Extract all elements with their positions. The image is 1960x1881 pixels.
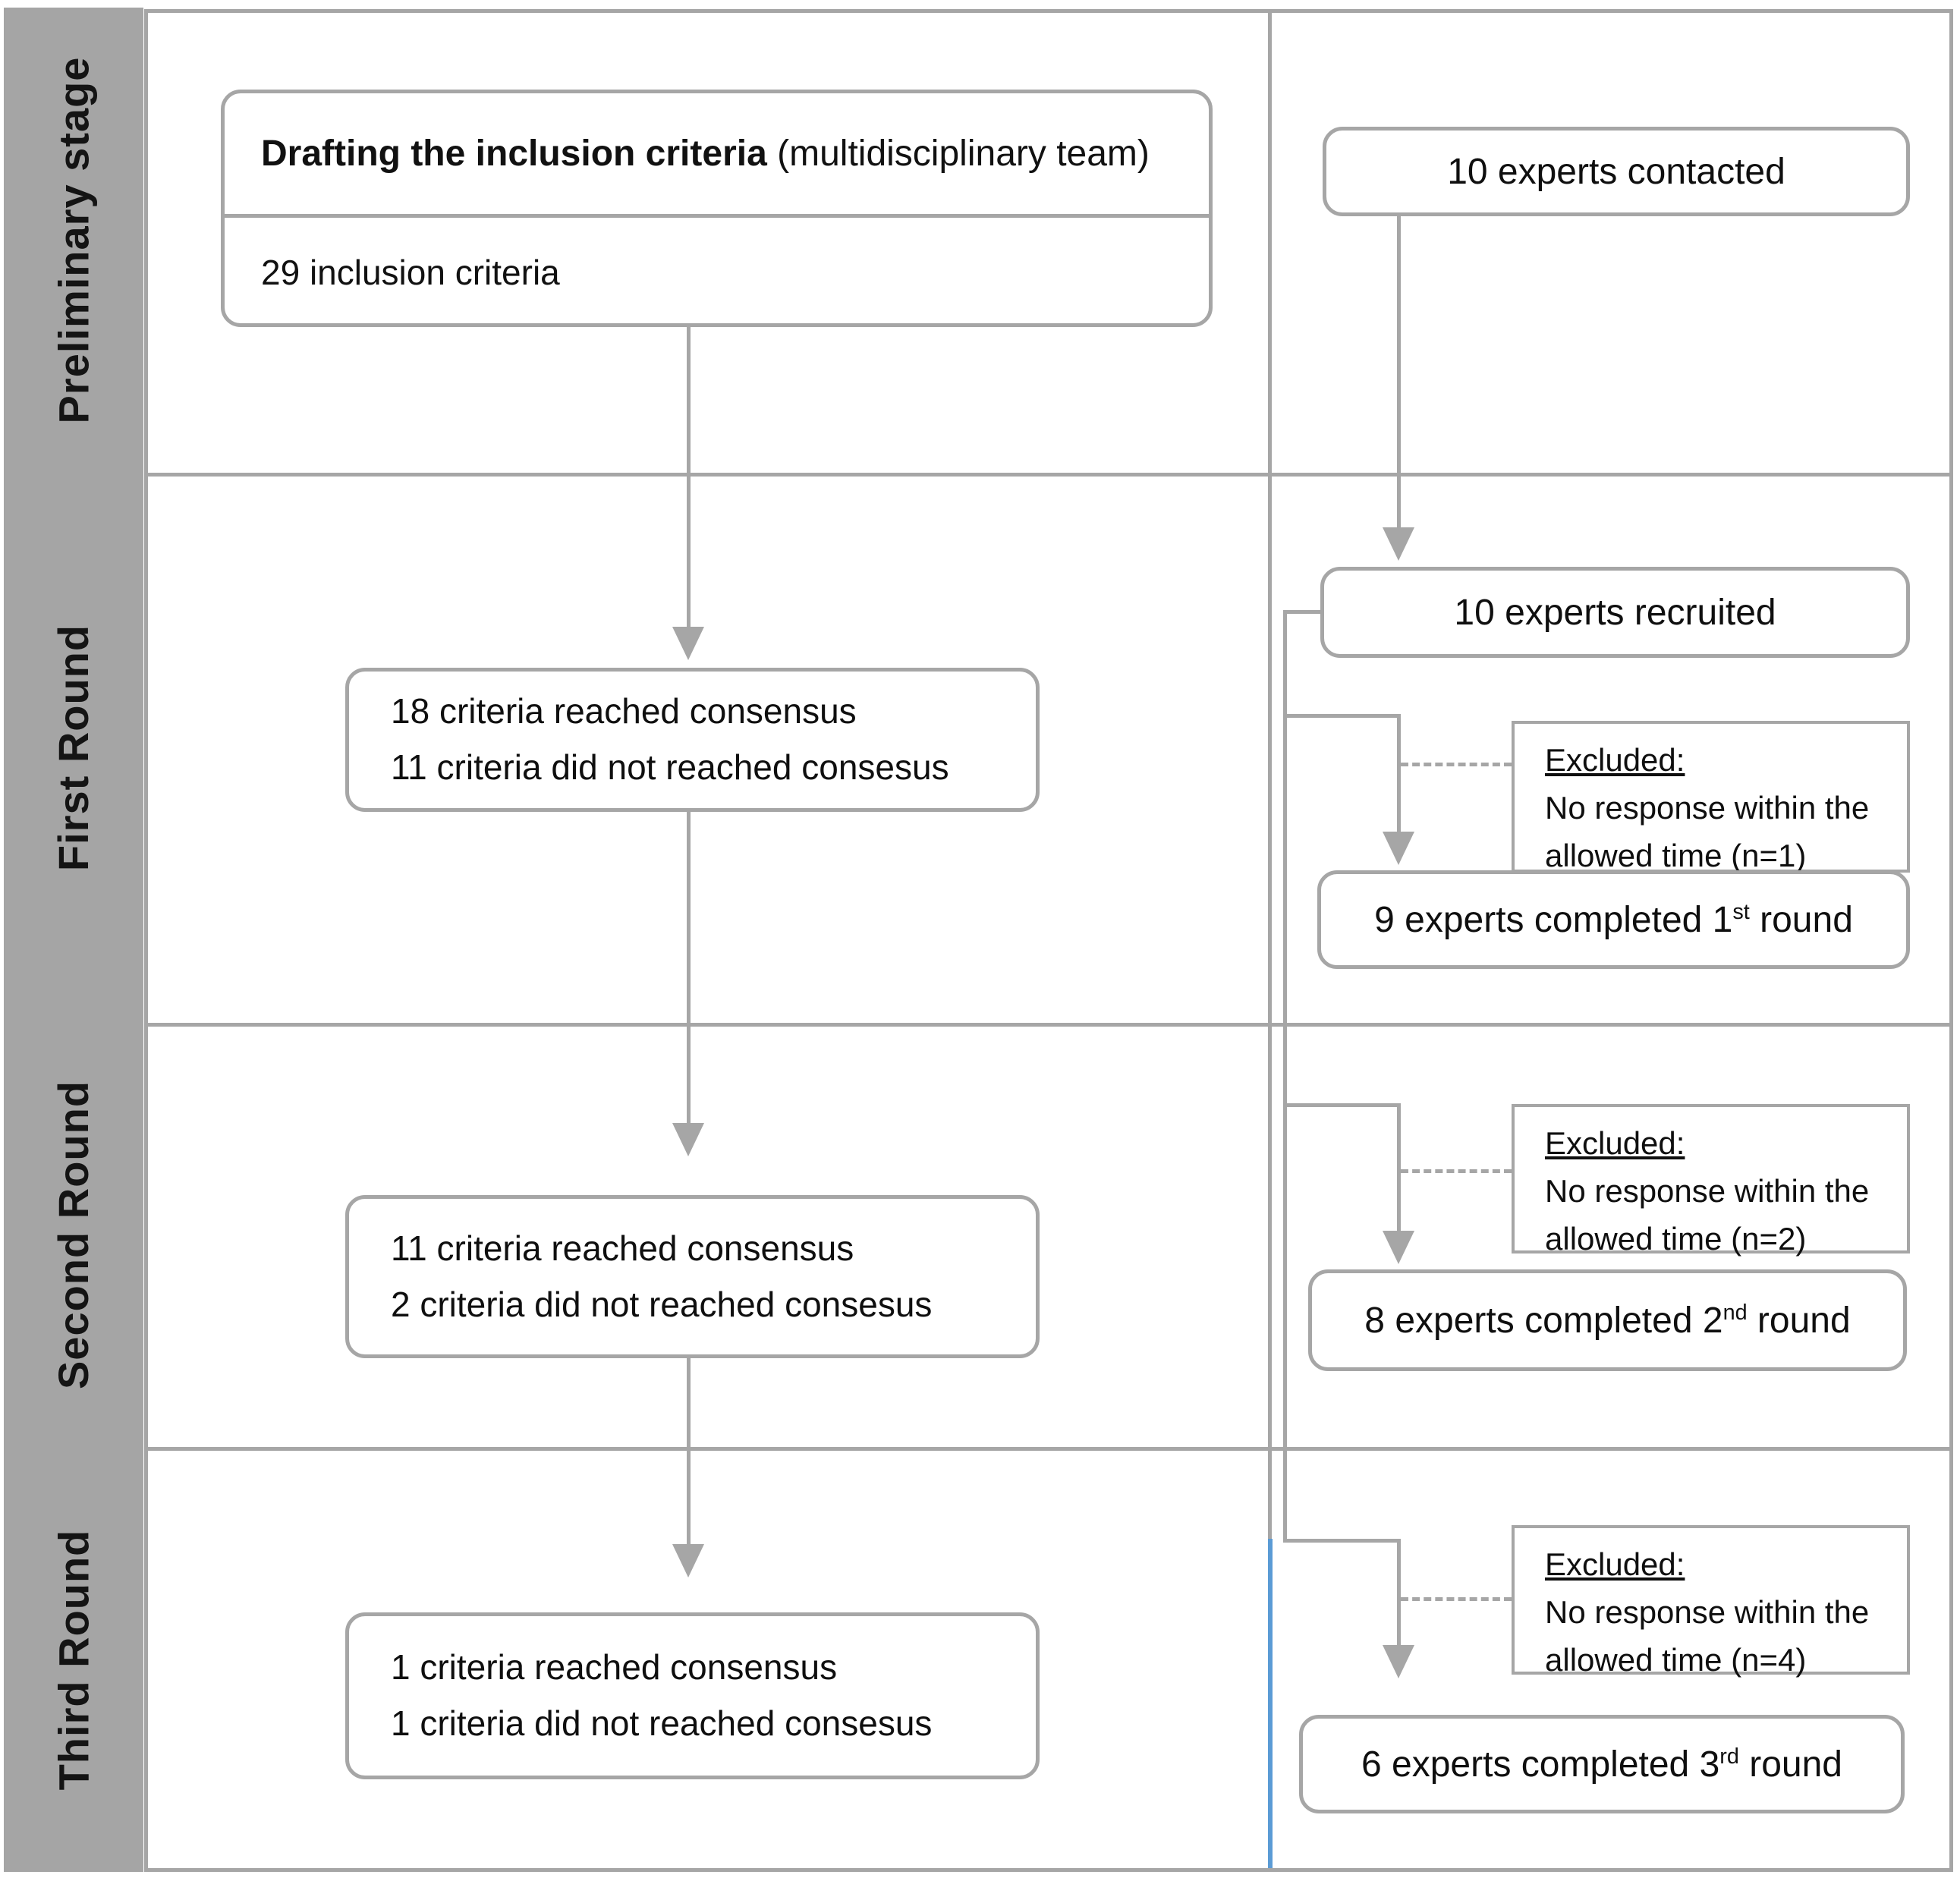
completed-round1-post: round bbox=[1749, 899, 1853, 940]
excluded-round3-line2: allowed time (n=4) bbox=[1545, 1642, 1807, 1678]
round3-dashed-connector bbox=[1401, 1597, 1512, 1601]
arrow-contacted-to-recruited-head bbox=[1383, 527, 1414, 561]
round2-dashed-connector bbox=[1401, 1169, 1512, 1173]
round3-elbow-horizontal bbox=[1283, 1539, 1401, 1543]
excluded-round1-box: Excluded: No response within the allowed… bbox=[1512, 721, 1910, 873]
arrow-round1-to-round2-line bbox=[687, 812, 691, 1123]
completed-round3-box: 6 experts completed 3rd round bbox=[1299, 1715, 1905, 1813]
row-separator-1 bbox=[148, 473, 1949, 477]
experts-contacted-label: 10 experts contacted bbox=[1447, 151, 1785, 192]
criteria-round2-box: 11 criteria reached consensus 2 criteria… bbox=[345, 1195, 1040, 1358]
excluded-round1-title: Excluded: bbox=[1545, 742, 1685, 778]
arrow-drafting-to-round1-head bbox=[672, 627, 704, 660]
completed-round2-box: 8 experts completed 2nd round bbox=[1308, 1269, 1907, 1371]
round1-dashed-connector bbox=[1401, 763, 1512, 766]
sidebar-row-first: First Round bbox=[4, 473, 143, 1023]
completed-round2-pre: 8 experts completed 2 bbox=[1364, 1300, 1723, 1341]
completed-round1-label: 9 experts completed 1st round bbox=[1374, 899, 1853, 941]
drafting-subtitle: 29 inclusion criteria bbox=[261, 253, 560, 292]
completed-round2-ordinal: nd bbox=[1722, 1300, 1748, 1325]
column-divider bbox=[1268, 13, 1272, 1539]
drafting-box-title-section: Drafting the inclusion criteria (multidi… bbox=[225, 93, 1209, 218]
row-separator-2 bbox=[148, 1023, 1949, 1027]
round2-exclusion-arrow-head bbox=[1383, 1231, 1414, 1264]
completed-round3-pre: 6 experts completed 3 bbox=[1361, 1744, 1720, 1785]
excluded-round2-title: Excluded: bbox=[1545, 1125, 1685, 1161]
drafting-box-subtitle-section: 29 inclusion criteria bbox=[225, 222, 1209, 323]
arrow-round1-to-round2-head bbox=[672, 1123, 704, 1156]
completed-round3-post: round bbox=[1738, 1744, 1842, 1785]
round3-exclusion-arrow-head bbox=[1383, 1645, 1414, 1678]
sidebar-label-first: First Round bbox=[49, 624, 98, 872]
blue-accent-line bbox=[1268, 1539, 1273, 1868]
drafting-title-bold: Drafting the inclusion criteria bbox=[261, 134, 767, 174]
criteria-round1-line1: 18 criteria reached consensus bbox=[391, 691, 857, 731]
sidebar-row-third: Third Round bbox=[4, 1447, 143, 1872]
experts-contacted-box: 10 experts contacted bbox=[1323, 127, 1910, 216]
round1-elbow-vertical bbox=[1397, 714, 1401, 832]
arrow-round2-to-round3-head bbox=[672, 1544, 704, 1577]
drafting-box: Drafting the inclusion criteria (multidi… bbox=[221, 90, 1213, 327]
round1-exclusion-arrow-head bbox=[1383, 832, 1414, 865]
excluded-round3-line1: No response within the bbox=[1545, 1594, 1870, 1630]
bracket-stub bbox=[1285, 610, 1320, 614]
sidebar-label-second: Second Round bbox=[49, 1080, 98, 1390]
excluded-round1-line2: allowed time (n=1) bbox=[1545, 838, 1807, 873]
criteria-round3-line2: 1 criteria did not reached consesus bbox=[391, 1703, 933, 1743]
criteria-round2-line1: 11 criteria reached consensus bbox=[391, 1228, 854, 1268]
completed-round2-label: 8 experts completed 2nd round bbox=[1364, 1300, 1850, 1342]
drafting-title: Drafting the inclusion criteria (multidi… bbox=[225, 133, 1150, 175]
sidebar-row-preliminary: Preliminary stage bbox=[4, 8, 143, 473]
completed-round3-ordinal: rd bbox=[1719, 1744, 1739, 1769]
completed-round1-ordinal: st bbox=[1732, 899, 1750, 924]
excluded-round2-line2: allowed time (n=2) bbox=[1545, 1221, 1807, 1257]
diagram-frame bbox=[144, 9, 1953, 1872]
criteria-round2-line2: 2 criteria did not reached consesus bbox=[391, 1284, 933, 1324]
criteria-round1-box: 18 criteria reached consensus 11 criteri… bbox=[345, 668, 1040, 812]
arrow-round2-to-round3-line bbox=[687, 1358, 691, 1544]
completed-round3-label: 6 experts completed 3rd round bbox=[1361, 1744, 1842, 1785]
round2-elbow-horizontal bbox=[1283, 1103, 1401, 1107]
stage-sidebar bbox=[4, 8, 143, 1872]
round2-elbow-vertical bbox=[1397, 1103, 1401, 1231]
excluded-round1-line1: No response within the bbox=[1545, 790, 1870, 826]
excluded-round3-box: Excluded: No response within the allowed… bbox=[1512, 1525, 1910, 1678]
arrow-contacted-to-recruited-line bbox=[1397, 216, 1401, 527]
row-separator-3 bbox=[148, 1447, 1949, 1451]
experts-recruited-label: 10 experts recruited bbox=[1454, 592, 1776, 633]
round3-elbow-vertical bbox=[1397, 1539, 1401, 1645]
sidebar-label-third: Third Round bbox=[49, 1529, 98, 1790]
criteria-round3-line1: 1 criteria reached consensus bbox=[391, 1647, 838, 1688]
criteria-round3-box: 1 criteria reached consensus 1 criteria … bbox=[345, 1612, 1040, 1779]
bracket-vertical-line bbox=[1283, 610, 1287, 1543]
completed-round1-box: 9 experts completed 1st round bbox=[1317, 870, 1910, 969]
completed-round1-pre: 9 experts completed 1 bbox=[1374, 899, 1733, 940]
excluded-round3-title: Excluded: bbox=[1545, 1546, 1685, 1582]
excluded-round2-box: Excluded: No response within the allowed… bbox=[1512, 1104, 1910, 1257]
criteria-round1-line2: 11 criteria did not reached consesus bbox=[391, 747, 949, 787]
sidebar-label-preliminary: Preliminary stage bbox=[49, 56, 98, 424]
sidebar-row-second: Second Round bbox=[4, 1023, 143, 1447]
round1-elbow-horizontal bbox=[1283, 714, 1401, 718]
arrow-drafting-to-round1-line bbox=[687, 327, 691, 627]
completed-round2-post: round bbox=[1747, 1300, 1851, 1341]
experts-recruited-box: 10 experts recruited bbox=[1320, 567, 1910, 658]
drafting-title-rest: (multidisciplinary team) bbox=[766, 134, 1150, 174]
excluded-round2-line1: No response within the bbox=[1545, 1173, 1870, 1209]
